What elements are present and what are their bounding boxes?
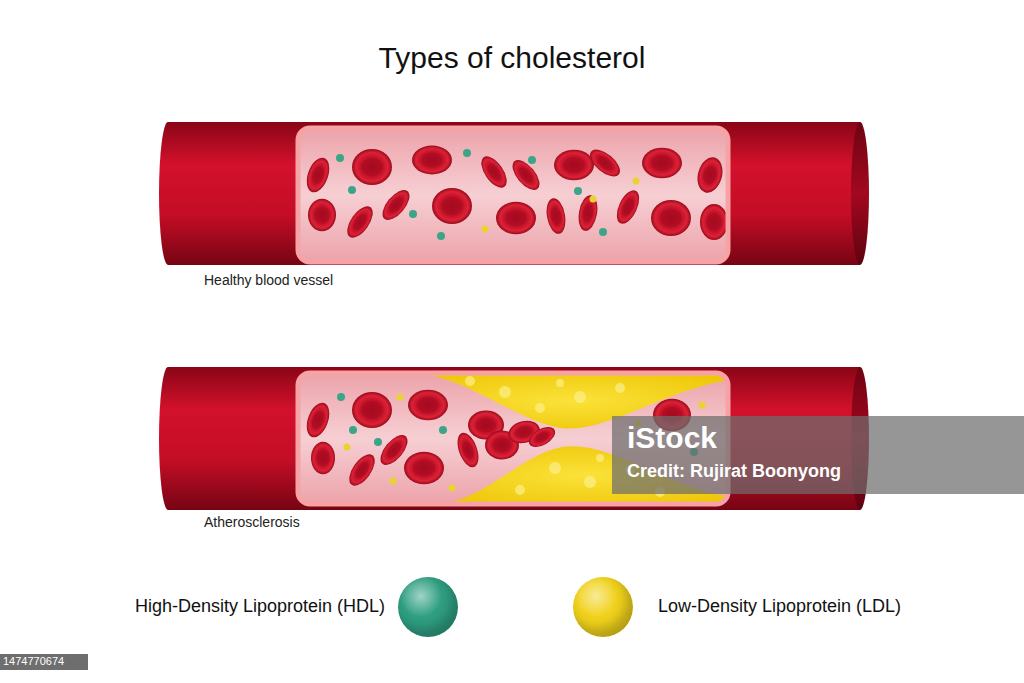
vessel-end [851, 122, 869, 265]
watermark-band [612, 416, 1024, 494]
red-blood-cell [496, 202, 536, 234]
red-blood-cell [651, 200, 691, 236]
image-id: 1474770674 [3, 655, 64, 668]
vessel-end [159, 367, 177, 510]
vessel-label: Atherosclerosis [204, 514, 300, 530]
red-blood-cell [554, 150, 594, 181]
red-blood-cell [408, 390, 448, 421]
red-blood-cell [342, 202, 377, 242]
red-blood-cell [311, 442, 335, 474]
healthy-vessel [159, 122, 869, 265]
red-blood-cell [378, 185, 415, 224]
vessel-wall [168, 122, 860, 265]
blood-cells [302, 145, 728, 242]
red-blood-cell [642, 148, 682, 179]
red-blood-cell [352, 149, 392, 185]
hdl-particles [336, 149, 607, 240]
red-blood-cell [302, 155, 333, 196]
red-blood-cell [302, 400, 333, 441]
red-blood-cell [576, 194, 600, 233]
red-blood-cell [308, 199, 336, 231]
diagram-title: Types of cholesterol [0, 41, 1024, 76]
red-blood-cell [585, 145, 624, 182]
legend-text: Low-Density Lipoprotein (LDL) [658, 596, 901, 617]
id-band [0, 654, 88, 670]
red-blood-cell [526, 423, 559, 451]
vessel-lumen [298, 128, 728, 262]
red-blood-cell [352, 392, 392, 428]
red-blood-cell [432, 188, 472, 224]
cutaway-rim [298, 128, 728, 262]
red-blood-cell [508, 155, 545, 194]
vessel-end [159, 122, 177, 265]
red-blood-cell [544, 197, 568, 236]
legend-text: High-Density Lipoprotein (HDL) [135, 596, 385, 617]
red-blood-cell [700, 204, 728, 240]
ldl-particles [482, 178, 640, 233]
watermark-logo: iStock [627, 421, 717, 456]
red-blood-cell [404, 452, 444, 484]
watermark-credit: Credit: Rujirat Boonyong [627, 461, 841, 482]
vessel-label: Healthy blood vessel [204, 272, 333, 288]
legend-swatch [398, 577, 458, 637]
legend-swatch [573, 577, 633, 637]
red-blood-cell [612, 187, 644, 227]
red-blood-cell [694, 155, 726, 196]
red-blood-cell [476, 152, 511, 192]
red-blood-cell [412, 146, 452, 175]
red-blood-cell [344, 450, 379, 490]
